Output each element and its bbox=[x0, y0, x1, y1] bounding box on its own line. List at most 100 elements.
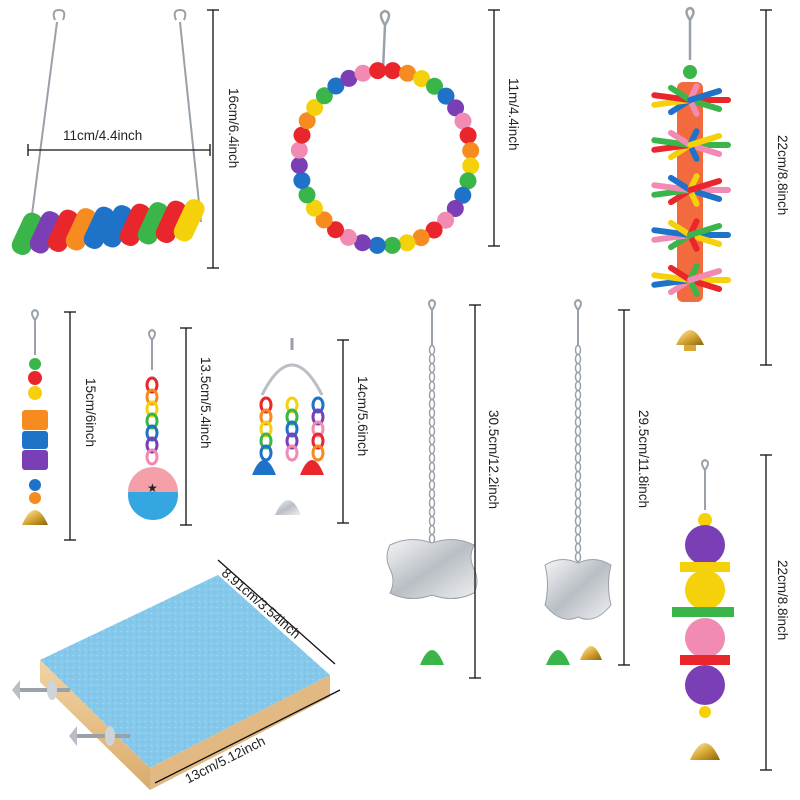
chain-link bbox=[574, 389, 582, 401]
swing-perch bbox=[29, 211, 61, 254]
bead-toy-bead bbox=[28, 371, 42, 385]
chain-link bbox=[428, 470, 436, 482]
swing-perch bbox=[83, 206, 115, 250]
chain-link bbox=[428, 434, 436, 446]
ring-bead bbox=[384, 62, 402, 80]
rope-knot-strand bbox=[687, 88, 723, 103]
rope-toy-knots bbox=[651, 83, 731, 297]
chain-link bbox=[428, 524, 436, 536]
bead-toy-bead bbox=[29, 479, 41, 491]
mirror-two-height-label: 29.5cm/11.8inch bbox=[636, 410, 651, 509]
rope-toy-top-bead bbox=[683, 65, 697, 79]
chain-link bbox=[428, 425, 436, 437]
ring-height-label: 11m/4.4inch bbox=[506, 78, 521, 151]
rattan-ball-purple bbox=[685, 665, 725, 705]
rattan-height-line bbox=[760, 454, 772, 771]
ring-bead bbox=[354, 64, 372, 82]
chain-link bbox=[574, 443, 582, 455]
chain-link bbox=[574, 506, 582, 518]
ball-toy-hook bbox=[148, 328, 156, 370]
rattan-toy-chip bbox=[680, 655, 730, 665]
rattan-toy-bell bbox=[690, 743, 720, 760]
ball-toy-links bbox=[145, 376, 159, 466]
triple-height-line bbox=[337, 339, 349, 524]
rattan-ball-pink bbox=[685, 618, 725, 658]
chain-link bbox=[428, 380, 436, 392]
swing-height-label: 16cm/6.4inch bbox=[226, 88, 241, 169]
chain-link bbox=[574, 488, 582, 500]
chain-link bbox=[574, 515, 582, 527]
platform-length-line bbox=[154, 689, 341, 784]
triple-toy-link bbox=[285, 408, 299, 426]
ball-bell-toy: ★ bbox=[128, 328, 178, 520]
mirror-one-height-line bbox=[469, 304, 481, 679]
platform-top bbox=[40, 575, 330, 768]
rope-toy-hook bbox=[685, 6, 695, 60]
rattan-toy-bead bbox=[699, 706, 711, 718]
bead-toy-block bbox=[22, 450, 48, 470]
chain-link bbox=[428, 506, 436, 518]
ring-bead bbox=[339, 228, 357, 246]
bead-toy-hook bbox=[31, 308, 39, 355]
ring-bead bbox=[293, 126, 311, 144]
rope-knot-strand bbox=[668, 174, 693, 193]
ring-bead bbox=[398, 234, 416, 252]
triple-toy-link bbox=[311, 408, 325, 426]
bead-toy-bell bbox=[22, 510, 48, 525]
ball-toy-link bbox=[145, 388, 159, 406]
ring-bead bbox=[306, 99, 324, 116]
chain-link bbox=[428, 497, 436, 509]
rope-height-line bbox=[760, 9, 772, 366]
mirror-one-bell bbox=[420, 650, 444, 665]
ring-bead bbox=[315, 211, 333, 229]
triple-toy-link bbox=[285, 420, 299, 438]
chain-link bbox=[428, 515, 436, 527]
triple-toy-link bbox=[259, 444, 273, 462]
rope-toy-bell bbox=[676, 330, 704, 351]
ball-height-line bbox=[180, 327, 192, 526]
swing-width-line bbox=[27, 144, 211, 156]
mirror-two-bell-gold bbox=[580, 646, 602, 660]
ring-bead bbox=[354, 234, 371, 252]
ring-bead bbox=[454, 186, 472, 204]
swing-perch bbox=[155, 200, 187, 244]
swing-chain-right bbox=[173, 8, 202, 223]
swing-width-label: 11cm/4.4inch bbox=[63, 128, 143, 143]
chain-link bbox=[574, 434, 582, 446]
triple-bell-height-label: 14cm/5.6inch bbox=[355, 376, 370, 457]
chain-link bbox=[574, 479, 582, 491]
chain-link bbox=[574, 362, 582, 374]
ring-bead bbox=[413, 70, 431, 88]
platform-bolt-one bbox=[12, 680, 70, 700]
rattan-ball-toy bbox=[672, 458, 734, 760]
triple-toy-link bbox=[285, 432, 299, 450]
ring-bead bbox=[369, 62, 387, 80]
rattan-toy-height-label: 22cm/8.8inch bbox=[775, 560, 790, 641]
triple-toy-links bbox=[259, 396, 325, 462]
ball-toy-link bbox=[145, 448, 159, 466]
ball-bell-height-label: 13.5cm/5.4inch bbox=[198, 357, 213, 449]
rope-knot-strand bbox=[687, 268, 723, 283]
bead-toy-bead bbox=[29, 492, 41, 504]
swing-perches bbox=[11, 199, 205, 256]
triple-bell-toy bbox=[252, 338, 325, 515]
rope-knot-strand bbox=[668, 129, 693, 148]
ring-bead bbox=[437, 211, 455, 229]
chain-link bbox=[574, 425, 582, 437]
triple-toy-link bbox=[259, 396, 273, 414]
swing-perch bbox=[65, 208, 97, 251]
chain-link bbox=[574, 416, 582, 428]
rattan-toy-chip bbox=[672, 607, 734, 617]
swing-perch bbox=[173, 199, 205, 242]
rattan-toy-bead bbox=[698, 513, 712, 527]
triple-toy-link bbox=[259, 432, 273, 450]
bead-height-line bbox=[64, 311, 76, 541]
ring-height-line bbox=[488, 9, 500, 247]
rope-knot-strand bbox=[668, 219, 693, 238]
chain-link bbox=[574, 524, 582, 536]
bead-ring-swing bbox=[290, 9, 480, 254]
bead-toy-block bbox=[22, 431, 48, 449]
ball-toy-bell-top bbox=[128, 467, 178, 492]
ring-bead bbox=[368, 236, 386, 254]
